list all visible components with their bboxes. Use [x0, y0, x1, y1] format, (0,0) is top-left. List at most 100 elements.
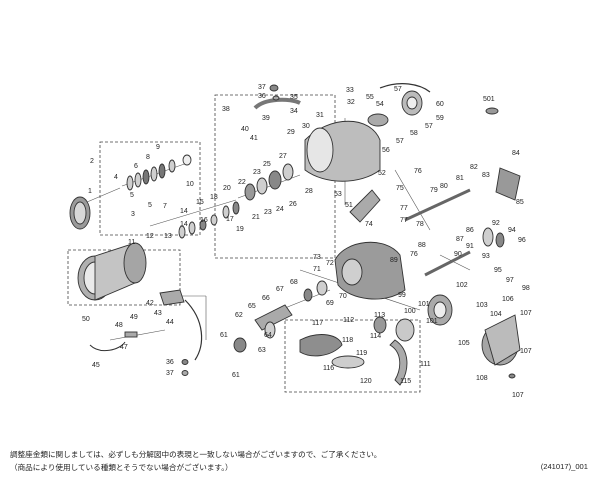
part-number-56: 56 [382, 147, 390, 154]
part-number-107c: 107 [512, 392, 524, 399]
part-number-75: 75 [396, 185, 404, 192]
main-shaft [404, 188, 471, 277]
line-clip-and-wire [89, 289, 203, 361]
part-number-111: 111 [420, 361, 431, 368]
spool-drag-knob [69, 196, 91, 230]
part-number-96: 96 [518, 237, 526, 244]
oscillation-parts [233, 280, 328, 353]
box-rotor-set [214, 94, 336, 259]
part-number-66: 66 [262, 295, 270, 302]
part-number-58: 58 [410, 130, 418, 137]
part-number-59: 59 [436, 115, 444, 122]
part-number-101a: 101 [418, 301, 430, 308]
part-number-41: 41 [250, 135, 258, 142]
part-number-18: 18 [210, 194, 218, 201]
part-number-7: 7 [163, 203, 167, 210]
part-number-112: 112 [343, 317, 354, 324]
part-number-77b: 77 [400, 217, 408, 224]
rotor-cover [482, 167, 521, 248]
part-number-8: 8 [146, 154, 150, 161]
part-number-104: 104 [490, 311, 502, 318]
part-number-28: 28 [305, 188, 313, 195]
part-number-40: 40 [241, 126, 249, 133]
part-number-36a: 36 [258, 93, 266, 100]
part-number-30: 30 [302, 123, 310, 130]
part-number-102: 102 [456, 282, 468, 289]
part-number-80: 80 [440, 183, 448, 190]
part-number-79: 79 [430, 187, 438, 194]
part-number-74: 74 [365, 221, 373, 228]
part-number-27: 27 [279, 153, 287, 160]
part-number-labels: 1 2 3 4 5 5 6 7 8 9 10 11 12 13 14 14 15… [82, 84, 532, 399]
part-number-86: 86 [466, 227, 474, 234]
spool [77, 242, 147, 301]
part-number-117: 117 [312, 320, 323, 327]
part-number-17: 17 [226, 216, 234, 223]
part-number-45: 45 [92, 362, 100, 369]
part-number-21: 21 [252, 214, 260, 221]
part-number-69: 69 [326, 300, 334, 307]
part-number-1: 1 [88, 188, 92, 195]
part-number-31: 31 [316, 112, 324, 119]
part-number-23b: 23 [264, 209, 272, 216]
part-number-77a: 77 [400, 205, 408, 212]
part-number-60: 60 [436, 101, 444, 108]
revision-code: (241017)_001 [540, 462, 588, 471]
handle-gear-side [427, 294, 521, 366]
part-number-87: 87 [456, 236, 464, 243]
part-number-93: 93 [482, 253, 490, 260]
part-number-73: 73 [313, 254, 321, 261]
reel-body [334, 189, 406, 300]
part-number-42: 42 [146, 300, 154, 307]
part-number-53: 53 [334, 191, 342, 198]
part-number-61b: 61 [232, 372, 240, 379]
part-number-81: 81 [456, 175, 464, 182]
part-number-57a: 57 [394, 86, 402, 93]
part-number-37a: 37 [258, 84, 266, 91]
part-number-38: 38 [222, 106, 230, 113]
part-number-62: 62 [235, 312, 243, 319]
handle-knob-group [299, 316, 415, 386]
part-number-57c: 57 [396, 138, 404, 145]
part-number-50: 50 [82, 316, 90, 323]
part-number-55: 55 [366, 94, 374, 101]
part-number-101b: 101 [426, 318, 438, 325]
part-number-13: 13 [164, 233, 172, 240]
part-number-11: 11 [128, 239, 135, 246]
part-number-106: 106 [502, 296, 514, 303]
part-number-26: 26 [289, 201, 297, 208]
part-number-83: 83 [482, 172, 490, 179]
part-number-100: 100 [404, 308, 416, 315]
part-number-14b: 14 [180, 221, 188, 228]
part-number-119: 119 [356, 350, 367, 357]
part-number-501: 501 [483, 96, 495, 103]
part-number-82: 82 [470, 164, 478, 171]
part-number-72: 72 [326, 260, 334, 267]
part-number-23a: 23 [253, 169, 261, 176]
part-number-20: 20 [223, 185, 231, 192]
part-number-98: 98 [522, 285, 530, 292]
part-number-67: 67 [276, 286, 284, 293]
part-number-34: 34 [290, 108, 298, 115]
part-number-10: 10 [186, 181, 194, 188]
part-number-89: 89 [390, 257, 398, 264]
part-number-32: 32 [347, 99, 355, 106]
part-number-71: 71 [313, 266, 321, 273]
part-number-90: 90 [454, 251, 462, 258]
part-number-99: 99 [398, 292, 406, 299]
part-number-108: 108 [476, 375, 488, 382]
part-number-4: 4 [114, 174, 118, 181]
part-number-39: 39 [262, 115, 270, 122]
part-number-22: 22 [238, 179, 246, 186]
part-number-48: 48 [115, 322, 123, 329]
part-number-47: 47 [120, 344, 128, 351]
part-number-120: 120 [360, 378, 372, 385]
line-roller [367, 90, 423, 127]
part-number-35: 35 [290, 94, 298, 101]
part-number-57b: 57 [425, 123, 433, 130]
screws [181, 84, 516, 379]
part-number-91: 91 [466, 243, 474, 250]
part-number-12: 12 [146, 233, 154, 240]
part-number-107a: 107 [520, 310, 532, 317]
